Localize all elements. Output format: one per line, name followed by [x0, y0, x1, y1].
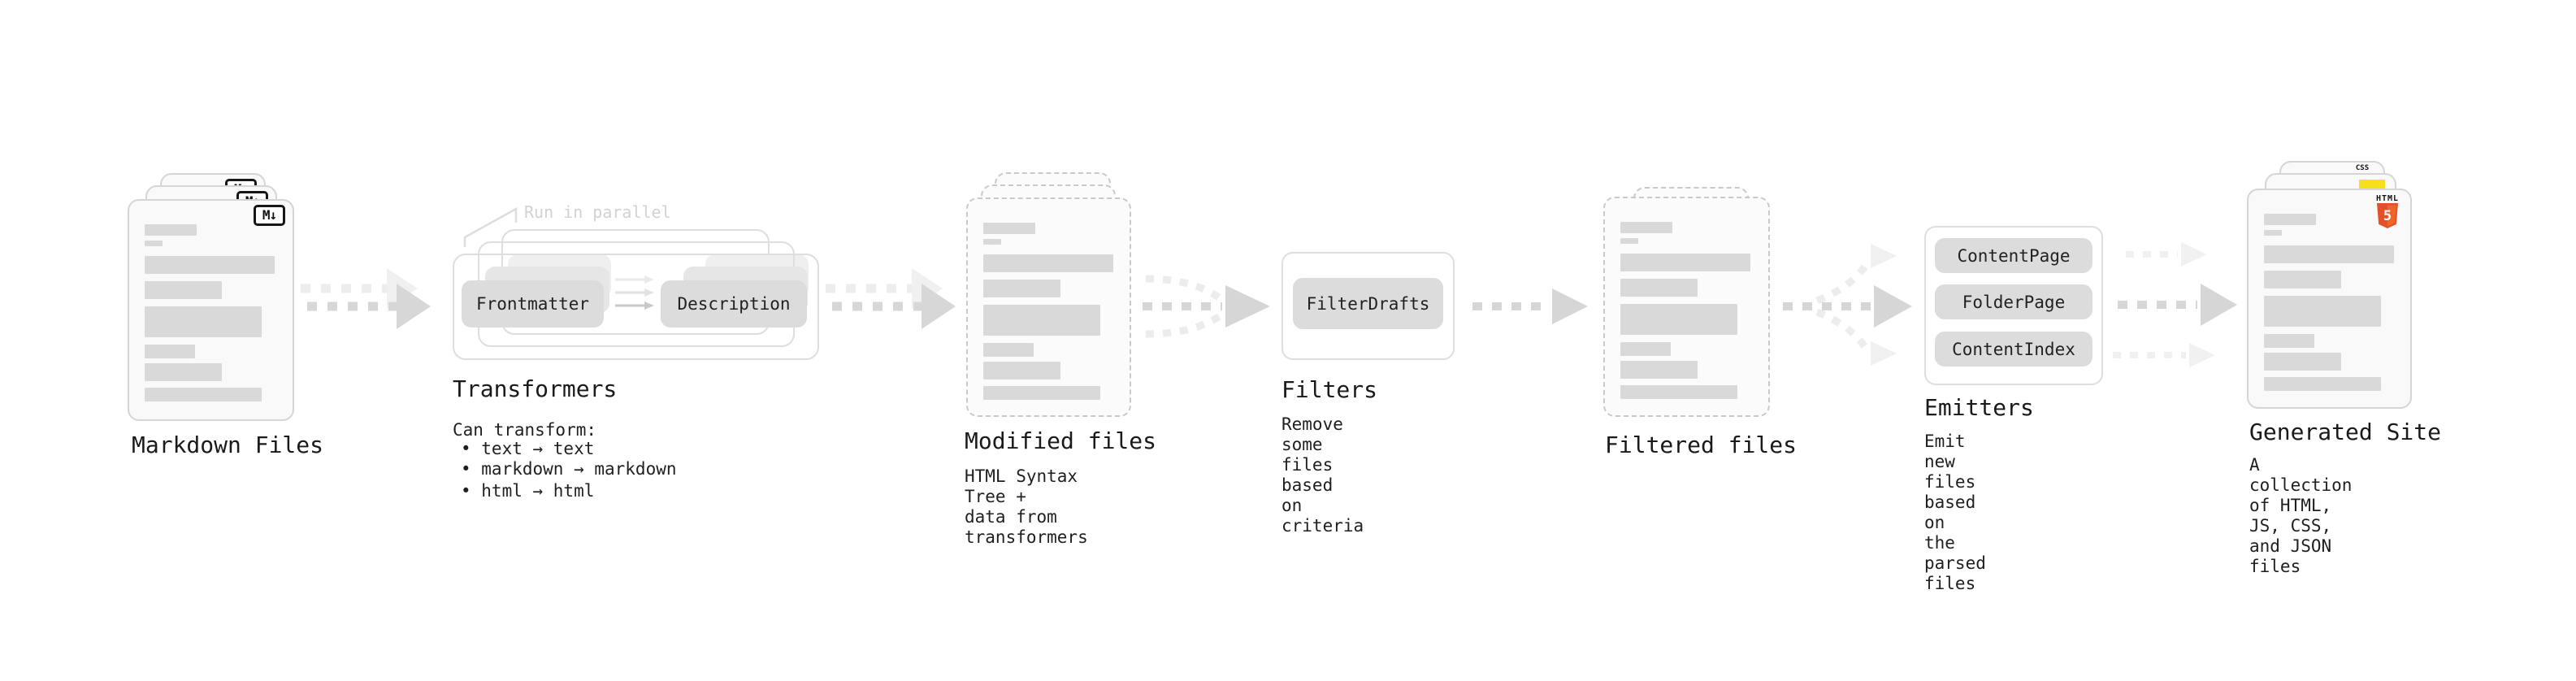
flow-arrow-transformers-to-modified: [826, 268, 956, 329]
step-contentpage: ContentPage: [1935, 238, 2092, 273]
svg-text:5: 5: [2383, 208, 2392, 224]
flow-arrow-filters-to-filtered: [1472, 288, 1588, 324]
annotation-leader-line: [463, 206, 518, 247]
step-filterdrafts: FilterDrafts: [1293, 278, 1443, 329]
flow-arrow-merge-modified-to-filters: [1143, 275, 1270, 338]
filters-heading: Filters: [1281, 376, 1378, 403]
transformers-heading: Transformers: [453, 375, 618, 402]
run-in-parallel-annotation: Run in parallel: [524, 202, 671, 222]
filters-description: Remove some files based on criteria: [1281, 414, 1364, 536]
html5-icon-word: HTML: [2375, 194, 2400, 203]
markdown-files-label: Markdown Files: [132, 432, 324, 458]
filtered-file-card-front: [1603, 197, 1770, 417]
generated-file-card-html: HTML 5: [2247, 189, 2412, 409]
placeholder-text-lines: [983, 223, 1113, 400]
generated-site-description: A collection of HTML, JS, CSS, and JSON …: [2249, 455, 2353, 576]
parallel-step-arrows-icon: [615, 275, 654, 310]
html5-shield-icon: 5: [2377, 203, 2398, 228]
flow-arrow-markdown-to-transformers: [301, 268, 431, 329]
can-transform-title: Can transform:: [453, 420, 597, 440]
css-file-icon-label: CSS: [2355, 164, 2370, 172]
transformer-instance-box-front: [453, 254, 819, 360]
emitters-description: Emit new files based on the parsed files: [1924, 432, 1986, 593]
transform-bullet: • html → html: [461, 481, 595, 501]
step-contentindex: ContentIndex: [1935, 332, 2092, 367]
markdown-file-icon: M↓: [254, 205, 285, 226]
modified-files-label: Modified files: [965, 427, 1157, 454]
emitters-heading: Emitters: [1924, 394, 2034, 421]
step-description: Description: [661, 280, 807, 327]
html5-file-icon: HTML 5: [2373, 194, 2402, 229]
transform-bullet: • markdown → markdown: [461, 459, 677, 479]
transform-bullet: • text → text: [461, 439, 595, 458]
step-folderpage: FolderPage: [1935, 284, 2092, 319]
placeholder-text-lines: [2264, 214, 2394, 391]
modified-files-description: HTML Syntax Tree + data from transformer…: [965, 466, 1088, 547]
flow-arrows-emitters-to-generated: [2113, 242, 2237, 367]
filtered-files-label: Filtered files: [1605, 432, 1798, 458]
flow-arrow-fanout-filtered-to-emitters: [1783, 244, 1912, 366]
step-frontmatter: Frontmatter: [462, 280, 604, 327]
modified-file-card-front: [966, 197, 1131, 417]
placeholder-text-lines: [1620, 222, 1750, 399]
placeholder-text-lines: [145, 224, 275, 401]
generated-site-label: Generated Site: [2249, 419, 2442, 445]
markdown-file-card-front: M↓: [128, 199, 294, 421]
